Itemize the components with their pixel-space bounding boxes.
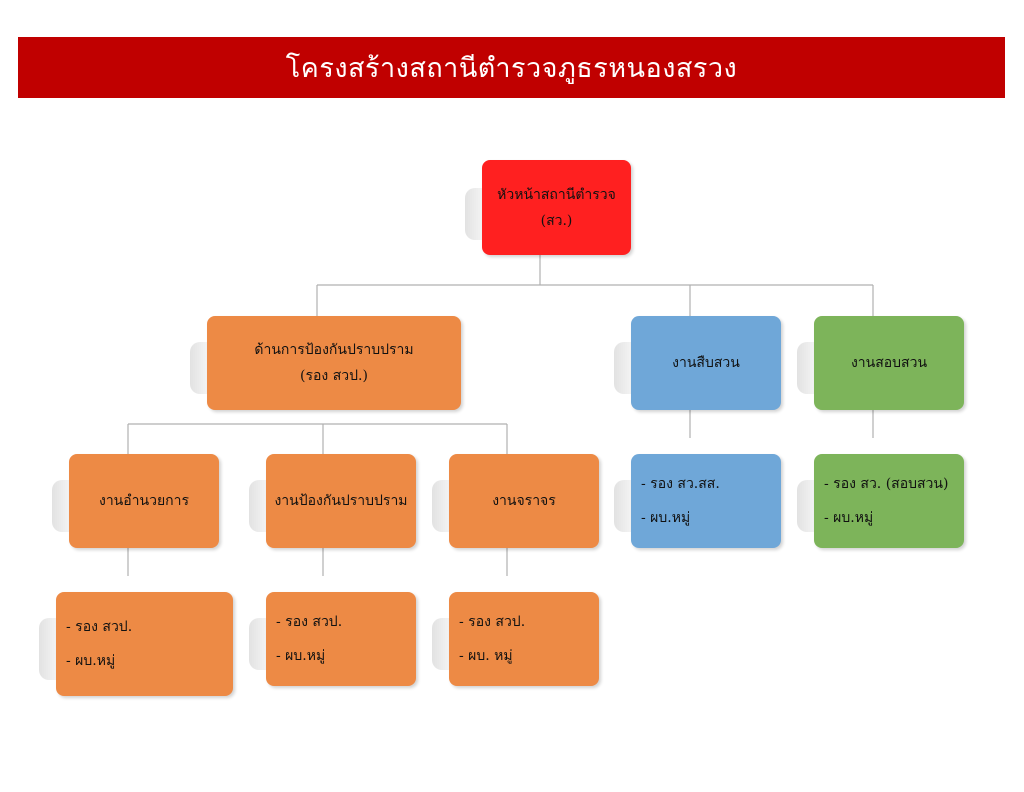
investigation-box: งานสืบสวน xyxy=(631,316,781,410)
traffic-unit-title: งานจราจร xyxy=(492,493,556,509)
inquiry-detail-deputy: - รอง สว. (สอบสวน) xyxy=(824,476,949,492)
traffic-unit-box: งานจราจร xyxy=(449,454,599,548)
title-banner: โครงสร้างสถานีตำรวจภูธรหนองสรวง xyxy=(18,37,1005,98)
suppression-detail-deputy: - รอง สวป. xyxy=(276,614,343,630)
investigation-detail-deputy: - รอง สว.สส. xyxy=(641,476,720,492)
chief-box: หัวหน้าสถานีตำรวจ (สว.) xyxy=(482,160,631,255)
investigation-detail-sergeant: - ผบ.หมู่ xyxy=(641,510,691,526)
inquiry-detail-sergeant: - ผบ.หมู่ xyxy=(824,510,874,526)
traffic-detail-deputy: - รอง สวป. xyxy=(459,614,526,630)
admin-detail-box: - รอง สวป. - ผบ.หมู่ xyxy=(56,592,233,696)
chief-abbrev: (สว.) xyxy=(540,212,573,229)
admin-unit-title: งานอำนวยการ xyxy=(98,493,190,509)
prevention-title: ด้านการป้องกันปราบปราม xyxy=(254,342,414,358)
page-title: โครงสร้างสถานีตำรวจภูธรหนองสรวง xyxy=(285,53,738,84)
investigation-title: งานสืบสวน xyxy=(672,355,740,371)
admin-detail-deputy: - รอง สวป. xyxy=(66,619,133,635)
chief-title: หัวหน้าสถานีตำรวจ xyxy=(497,186,616,203)
admin-unit-box: งานอำนวยการ xyxy=(69,454,219,548)
prevention-abbrev: (รอง สวป.) xyxy=(300,368,368,384)
suppression-detail-sergeant: - ผบ.หมู่ xyxy=(276,648,326,664)
suppression-unit-box: งานป้องกันปราบปราม xyxy=(266,454,416,548)
suppression-unit-title: งานป้องกันปราบปราม xyxy=(274,493,408,509)
inquiry-box: งานสอบสวน xyxy=(814,316,964,410)
prevention-box: ด้านการป้องกันปราบปราม (รอง สวป.) xyxy=(207,316,461,410)
investigation-detail-box: - รอง สว.สส. - ผบ.หมู่ xyxy=(631,454,781,548)
inquiry-title: งานสอบสวน xyxy=(850,355,928,371)
inquiry-detail-box: - รอง สว. (สอบสวน) - ผบ.หมู่ xyxy=(814,454,964,548)
admin-detail-sergeant: - ผบ.หมู่ xyxy=(66,653,116,669)
traffic-detail-sergeant: - ผบ. หมู่ xyxy=(459,648,513,664)
suppression-detail-box: - รอง สวป. - ผบ.หมู่ xyxy=(266,592,416,686)
traffic-detail-box: - รอง สวป. - ผบ. หมู่ xyxy=(449,592,599,686)
